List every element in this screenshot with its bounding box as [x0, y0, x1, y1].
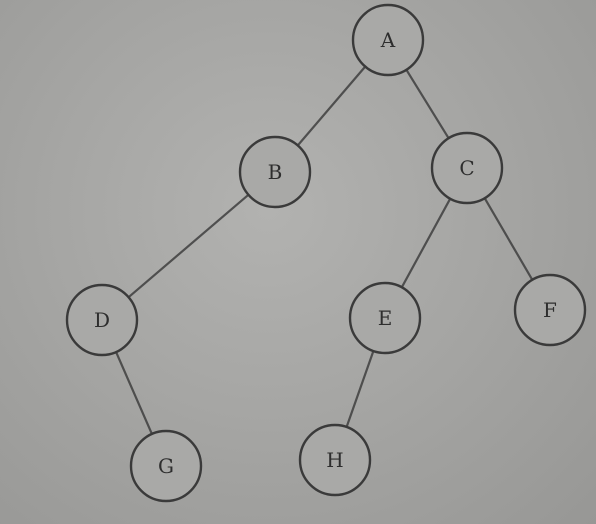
node-c-label: C — [459, 156, 474, 180]
node-b: B — [238, 135, 312, 209]
node-f-circle — [513, 273, 587, 347]
edge-e-h — [345, 349, 375, 429]
node-g-circle — [129, 429, 203, 503]
node-d-circle — [65, 283, 139, 357]
node-b-label: B — [268, 160, 283, 184]
edge-d-g — [114, 351, 153, 435]
node-e: E — [348, 281, 422, 355]
node-e-label: E — [378, 306, 393, 330]
edges-layer — [114, 65, 534, 435]
node-a-circle — [351, 3, 425, 77]
node-d: D — [65, 283, 139, 357]
edge-c-e — [400, 197, 452, 289]
node-f: F — [513, 273, 587, 347]
node-f-label: F — [543, 298, 557, 322]
edge-a-c — [405, 68, 450, 140]
node-a-label: A — [380, 28, 396, 52]
node-h: H — [298, 423, 372, 497]
edge-c-f — [483, 197, 534, 281]
node-h-label: H — [326, 448, 343, 472]
edge-b-d — [127, 193, 250, 299]
node-d-label: D — [94, 308, 110, 332]
node-e-circle — [348, 281, 422, 355]
node-h-circle — [298, 423, 372, 497]
nodes-layer: A B C D E F G — [65, 3, 587, 503]
node-c-circle — [430, 131, 504, 205]
node-c: C — [430, 131, 504, 205]
node-g-label: G — [158, 454, 174, 478]
node-g: G — [129, 429, 203, 503]
node-a: A — [351, 3, 425, 77]
edge-a-b — [296, 65, 367, 147]
node-b-circle — [238, 135, 312, 209]
